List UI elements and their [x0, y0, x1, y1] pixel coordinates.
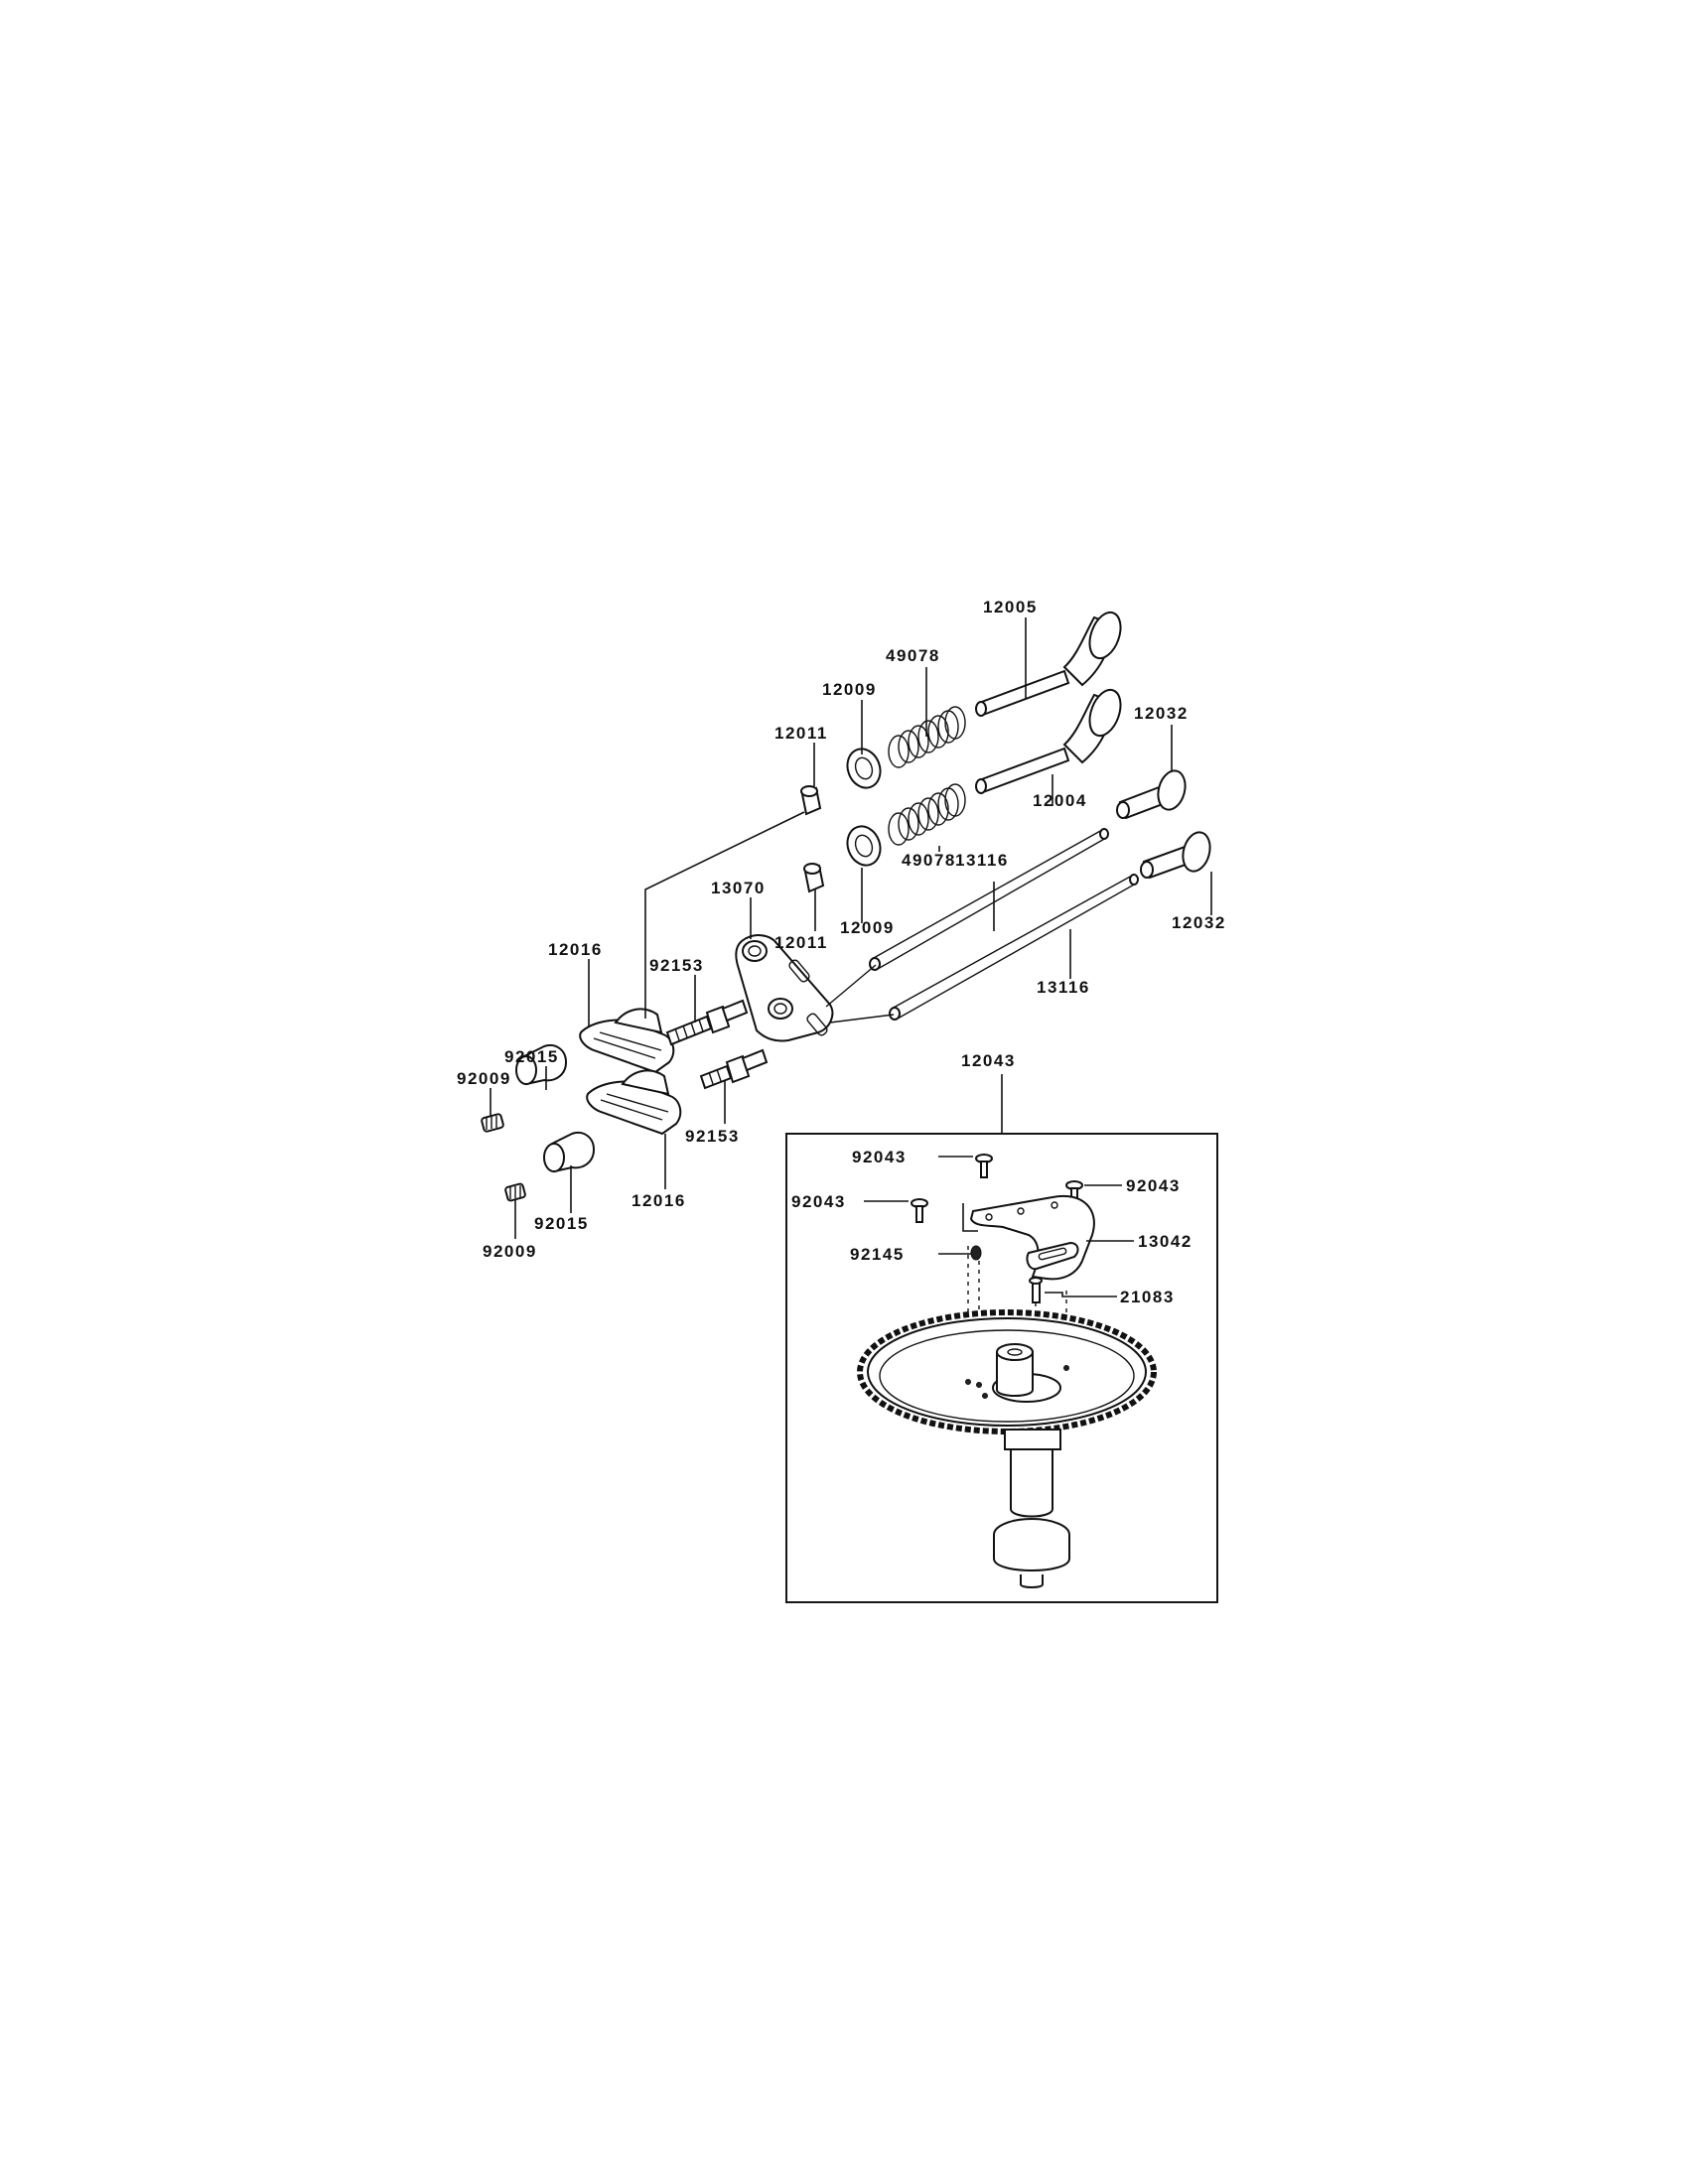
- callout-12032-lower: 12032: [1172, 913, 1226, 932]
- camshaft: [993, 1429, 1070, 1588]
- callout-92153-upper: 92153: [649, 956, 704, 975]
- pin-21083: [1029, 1277, 1043, 1303]
- callout-12011-upper: 12011: [774, 724, 828, 743]
- valve-spring-lower: [888, 783, 966, 846]
- valve-spring-upper: [888, 706, 966, 768]
- exhaust-valve: [975, 611, 1122, 717]
- callout-92153-lower: 92153: [685, 1127, 740, 1146]
- callout-13042: 13042: [1138, 1232, 1193, 1251]
- rocker-arm-lower: [586, 1069, 682, 1136]
- callout-12016-lower: 12016: [632, 1191, 686, 1210]
- callout-12005: 12005: [983, 598, 1038, 616]
- callout-49078-lower: 49078: [902, 851, 956, 870]
- weight-plate: [969, 1194, 1095, 1281]
- spring-retainer-upper: [846, 748, 882, 789]
- callout-92043-right: 92043: [1126, 1176, 1181, 1195]
- callout-12032-upper: 12032: [1134, 704, 1189, 723]
- bolt-right: [1065, 1180, 1083, 1205]
- valve-cap-upper: [800, 785, 822, 816]
- pivot-nut-lower: [543, 1132, 596, 1173]
- bolt-left: [911, 1198, 928, 1223]
- callout-12043: 12043: [961, 1051, 1016, 1070]
- tappet-lower: [1140, 831, 1211, 880]
- adjust-screw-upper: [481, 1113, 504, 1133]
- guide-plate: [735, 934, 895, 1042]
- push-rod-lower: [889, 874, 1139, 1021]
- rocker-arm-upper: [579, 1008, 675, 1074]
- callout-12009-upper: 12009: [822, 680, 877, 699]
- tappet-upper: [1116, 769, 1187, 820]
- callout-92145: 92145: [850, 1245, 905, 1264]
- callout-49078-upper: 49078: [886, 646, 940, 665]
- stud-lower: [699, 1048, 769, 1090]
- stud-upper: [665, 999, 749, 1046]
- valve-cap-lower: [803, 863, 825, 893]
- pivot-nut-upper: [515, 1044, 568, 1086]
- callout-12009-lower: 12009: [840, 918, 895, 937]
- spring-retainer-lower: [846, 825, 882, 867]
- callout-21083: 21083: [1120, 1288, 1175, 1306]
- callout-92015-upper: 92015: [504, 1047, 559, 1066]
- callout-13116-upper: 13116: [955, 851, 1009, 870]
- callout-13116-lower: 13116: [1037, 978, 1090, 997]
- callout-92009-lower: 92009: [483, 1242, 537, 1261]
- callout-92009-upper: 92009: [457, 1069, 511, 1088]
- callout-12004: 12004: [1033, 791, 1087, 810]
- callout-92043-left: 92043: [791, 1192, 846, 1211]
- callout-12016-upper: 12016: [548, 940, 603, 959]
- bolt-top: [975, 1154, 993, 1178]
- callout-92015-lower: 92015: [534, 1214, 589, 1233]
- push-rod-upper: [869, 828, 1109, 971]
- callout-92043-top: 92043: [852, 1148, 907, 1166]
- intake-valve: [975, 688, 1122, 794]
- callout-12011-lower: 12011: [774, 933, 828, 952]
- cam-gear: [857, 1309, 1157, 1434]
- callout-13070: 13070: [711, 879, 766, 897]
- adjust-screw-lower: [504, 1182, 526, 1202]
- pin: [970, 1245, 982, 1261]
